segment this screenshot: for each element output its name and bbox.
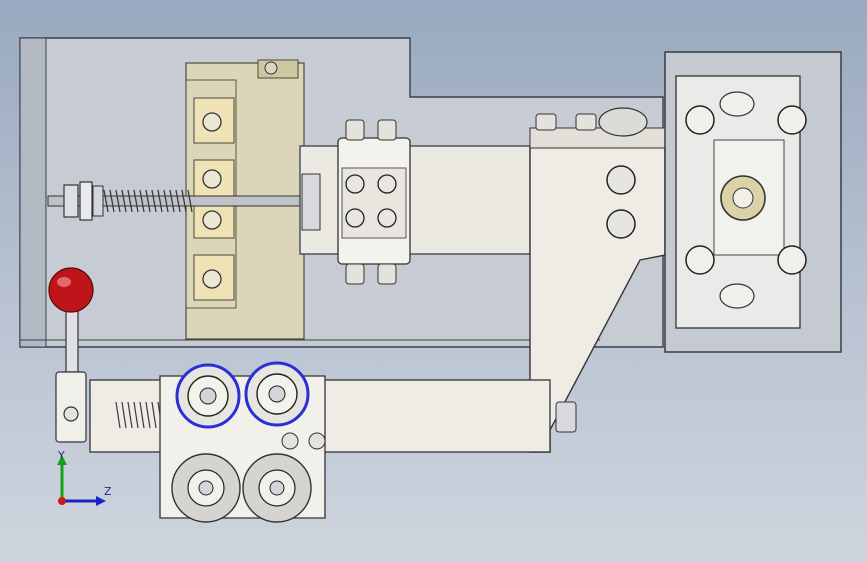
hex-nut-1[interactable] bbox=[63, 184, 79, 218]
clamp-bolt-4[interactable] bbox=[377, 208, 397, 228]
compression-spring[interactable] bbox=[103, 189, 193, 213]
bracket-top-plate bbox=[529, 127, 666, 149]
side-bolt-2[interactable] bbox=[777, 105, 807, 135]
clamp-bottom-post-1[interactable] bbox=[345, 263, 365, 285]
slider-top-screw[interactable] bbox=[264, 61, 278, 75]
clamp-bolt-3[interactable] bbox=[345, 208, 365, 228]
side-bolt-1[interactable] bbox=[685, 105, 715, 135]
slider-bolt-4[interactable] bbox=[202, 269, 222, 289]
roller-bottom-right-hub bbox=[269, 480, 285, 496]
clamp-bolt-1[interactable] bbox=[345, 174, 365, 194]
side-top-port[interactable] bbox=[719, 91, 755, 117]
roller-top-left-hub bbox=[199, 387, 217, 405]
triad-axes bbox=[57, 455, 106, 506]
clamp-bottom-post-2[interactable] bbox=[377, 263, 397, 285]
bracket-bolt-1[interactable] bbox=[606, 165, 636, 195]
slider-bolt-2[interactable] bbox=[202, 169, 222, 189]
lever-pivot[interactable] bbox=[63, 406, 79, 422]
triad-y-label: Y bbox=[58, 449, 65, 462]
bracket-post-2[interactable] bbox=[575, 113, 597, 131]
small-screw-2[interactable] bbox=[308, 432, 326, 450]
triad-x-origin bbox=[58, 497, 66, 505]
roller-bottom-left-hub bbox=[198, 480, 214, 496]
center-bearing-inner bbox=[732, 187, 754, 209]
triad-z-label: Z bbox=[104, 485, 112, 498]
slider-frame bbox=[185, 79, 237, 309]
lever-knob-highlight bbox=[57, 277, 71, 287]
roller-top-right-hub bbox=[268, 385, 286, 403]
clamp-bolt-2[interactable] bbox=[377, 174, 397, 194]
slider-bolt-1[interactable] bbox=[202, 112, 222, 132]
horizontal-arm[interactable] bbox=[299, 145, 531, 255]
bracket-bolt-2[interactable] bbox=[606, 209, 636, 239]
slider-top-cap bbox=[257, 59, 299, 79]
bracket-post-1[interactable] bbox=[535, 113, 557, 131]
triad-z-arrow bbox=[96, 496, 106, 506]
side-bottom-port[interactable] bbox=[719, 283, 755, 309]
lower-spring[interactable] bbox=[115, 401, 163, 429]
triad-y-arrow bbox=[57, 455, 67, 465]
side-bolt-4[interactable] bbox=[777, 245, 807, 275]
clamp-top-post-2[interactable] bbox=[377, 119, 397, 141]
coordinate-triad: Y Z bbox=[44, 449, 114, 510]
shaft-collar[interactable] bbox=[301, 173, 321, 231]
washer[interactable] bbox=[92, 185, 104, 217]
clamp-top-post-1[interactable] bbox=[345, 119, 365, 141]
bracket-side-screw[interactable] bbox=[555, 401, 577, 433]
housing-left-edge bbox=[19, 37, 47, 348]
small-screw-1[interactable] bbox=[281, 432, 299, 450]
hex-nut-2[interactable] bbox=[79, 181, 93, 221]
bracket-top-bushing[interactable] bbox=[598, 107, 648, 137]
lever-knob[interactable] bbox=[48, 267, 94, 313]
side-bolt-3[interactable] bbox=[685, 245, 715, 275]
slider-bolt-3[interactable] bbox=[202, 210, 222, 230]
